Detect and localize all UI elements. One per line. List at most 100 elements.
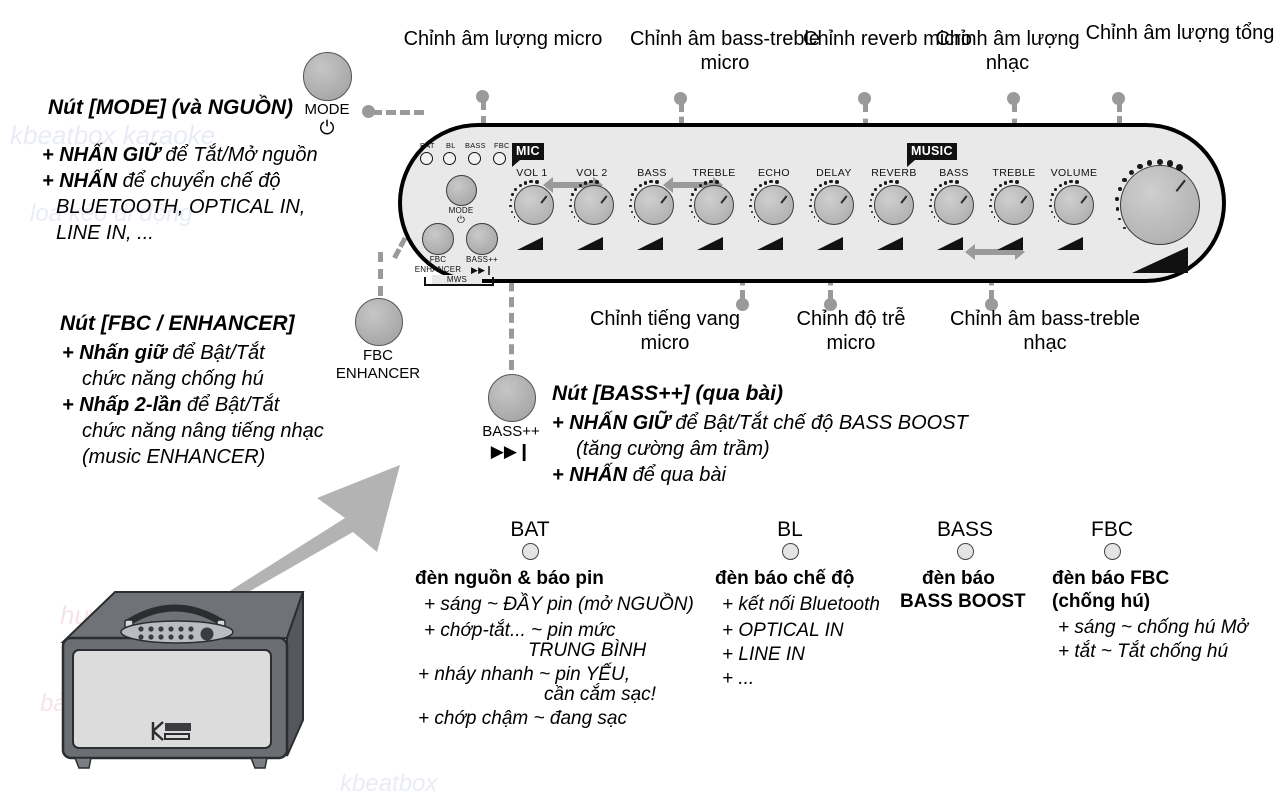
knob-mic-bass[interactable] [634,185,674,225]
fbc-line-1-bold: + Nhấn giữ [62,342,167,364]
leader-line [378,252,383,296]
knob-mic-reverb[interactable] [874,185,914,225]
knob-mic-delay[interactable] [814,185,854,225]
knob-label-vol1: VOL 1 [516,167,548,179]
mic-section-tag: MIC [512,143,544,167]
legend-heading-bass-2: BASS BOOST [900,591,1026,612]
legend-item-bat-2: + chớp-tắt... ~ pin mức [424,620,616,641]
knob-label-music-treble: TREBLE [992,167,1036,179]
fbc-button-label-2: ENHANCER [335,365,421,382]
led-label-bat: BAT [420,141,435,150]
mode-callout-line-1: + NHẤN GIỮ để Tắt/Mở nguồn [42,142,318,168]
fbc-callout-line-1: + Nhấn giữ để Bật/Tắt [62,340,265,366]
knob-ticks [509,179,557,228]
knob-ticks [1049,179,1097,228]
legend-item-bat-6: + chớp chậm ~ đang sạc [418,708,627,729]
fbc-callout-line-4: chức năng nâng tiếng nhạc [82,420,324,442]
leader-dot [985,298,998,311]
fbc-callout-line-5: (music ENHANCER) [82,446,266,468]
knob-mic-vol2[interactable] [574,185,614,225]
knob-ticks [689,179,737,228]
bass-plus-button-label: BASS++ [482,423,540,440]
mode-button-illustration[interactable] [303,52,352,101]
speaker-illustration [60,591,305,769]
master-volume-wedge [1132,247,1188,273]
knob-ticks [989,179,1037,228]
panel-power-icon: ⏻ [456,215,466,226]
power-icon: ⏻ [319,118,335,139]
legend-item-fbc-2: + tắt ~ Tắt chống hú [1058,641,1229,662]
level-wedge-icon [877,237,903,250]
fbc-callout-line-3: + Nhấp 2-lần để Bật/Tắt [62,392,279,418]
panel-fbc-enhancer-button[interactable] [422,223,454,255]
mode-callout-line-4: LINE IN, ... [56,222,154,244]
bassplus-callout-title: Nút [BASS++] (qua bài) [552,382,784,405]
knob-mic-echo[interactable] [754,185,794,225]
mode-line-1-rest: để Tắt/Mở nguồn [159,144,318,166]
panel-bass-plus-label: BASS++ [466,255,498,264]
annotation-music-volume: Chỉnh âm lượng nhạc [935,28,1080,74]
leader-dot [476,90,489,103]
bassplus-line-3-bold: + NHẤN [552,464,628,486]
knob-label-vol2: VOL 2 [576,167,608,179]
legend-title-fbc: FBC [1091,518,1133,541]
legend-item-bat-4: + nháy nhanh ~ pin YẾU, [418,664,630,685]
leader-line [509,250,514,370]
legend-title-bass: BASS [936,518,994,541]
level-wedge-icon [697,237,723,250]
fbc-line-3-bold: + Nhấp 2-lần [62,394,182,416]
knob-mic-treble[interactable] [694,185,734,225]
knob-label-volume: VOLUME [1050,167,1098,179]
level-wedge-icon [817,237,843,250]
level-wedge-icon [757,237,783,250]
level-wedge-icon [577,237,603,250]
knob-ticks [869,179,917,228]
legend-title-bat: BAT [510,518,550,541]
music-bass-treble-range-arrow [965,244,1025,260]
bass-plus-button-illustration[interactable] [488,374,536,422]
led-label-bass: BASS [465,141,486,150]
led-label-bl: BL [446,141,456,150]
bassplus-callout-line-1: + NHẤN GIỮ để Bật/Tắt chế độ BASS BOOST [552,410,968,436]
led-fbc [493,152,506,165]
fbc-button-label-1: FBC [363,347,393,364]
fbc-enhancer-button-illustration[interactable] [355,298,403,346]
knob-label-delay: DELAY [816,167,852,179]
knob-music-volume[interactable] [1054,185,1094,225]
knob-music-bass[interactable] [934,185,974,225]
legend-item-bat-1: + sáng ~ ĐẦY pin (mở NGUỒN) [424,594,694,615]
knob-label-echo: ECHO [758,167,790,179]
legend-item-bl-2: + OPTICAL IN [722,620,844,641]
mode-line-1-bold: + NHẤN GIỮ [42,144,160,166]
legend-heading-fbc: đèn báo FBC [1052,568,1170,589]
leader-dot [1007,92,1020,105]
panel-bass-plus-button[interactable] [466,223,498,255]
knob-music-treble[interactable] [994,185,1034,225]
leader-dot [674,92,687,105]
led-bl [443,152,456,165]
legend-led-bl [782,543,799,560]
bassplus-line-3-rest: để qua bài [627,464,726,486]
annotation-mic-echo: Chỉnh tiếng vang micro [589,308,741,354]
legend-heading-bl: đèn báo chế độ [715,568,855,589]
mode-callout-line-3: BLUETOOTH, OPTICAL IN, [56,196,306,218]
panel-mode-button[interactable] [446,175,477,206]
annotation-mic-delay: Chỉnh độ trễ micro [796,308,906,354]
knob-mic-vol1[interactable] [514,185,554,225]
mws-label: MWS [432,275,482,284]
master-knob-ticks [1115,158,1203,248]
control-panel: BAT BL BASS FBC MODE ⏻ FBC ENHANCER BASS… [398,123,1226,286]
master-volume-knob[interactable] [1120,165,1200,245]
bassplus-line-1-bold: + NHẤN GIỮ [552,412,670,434]
annotation-mic-bass-treble: Chỉnh âm bass-treble micro [629,28,821,74]
leader-dot [1112,92,1125,105]
legend-item-fbc-1: + sáng ~ chống hú Mở [1058,617,1248,638]
knob-label-mic-bass: BASS [637,167,667,179]
fbc-callout-line-2: chức năng chống hú [82,368,264,390]
leader-dot [736,298,749,311]
legend-item-bl-4: + ... [722,668,755,689]
knob-label-music-bass: BASS [939,167,969,179]
level-wedge-icon [937,237,963,250]
knob-ticks [629,179,677,228]
music-section-tag: MUSIC [907,143,957,167]
